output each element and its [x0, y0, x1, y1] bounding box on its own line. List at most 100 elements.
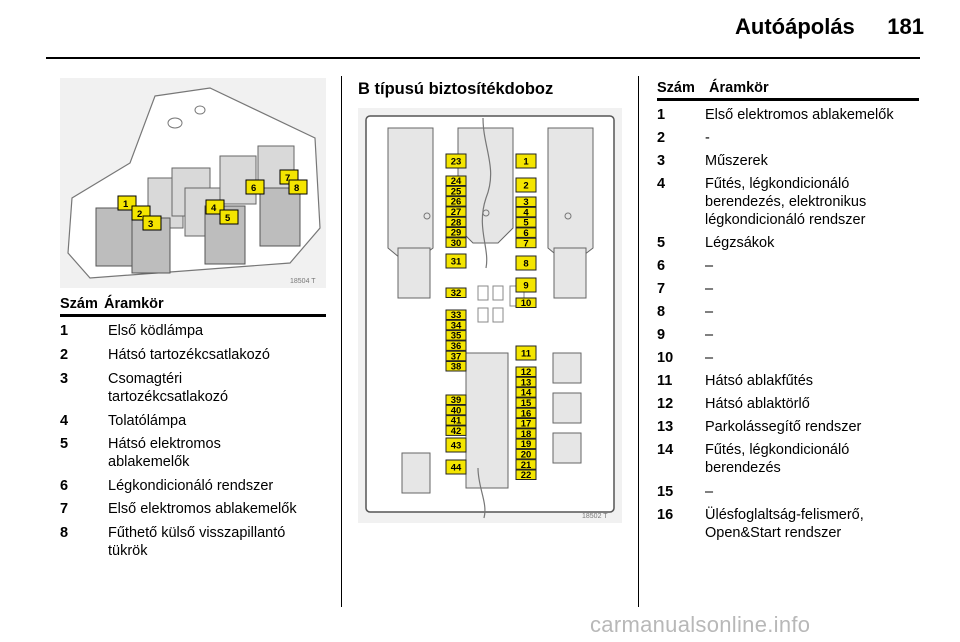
left-header-num: Szám	[60, 296, 98, 312]
fuse-box-title: B típusú biztosítékdoboz	[358, 80, 554, 98]
fuse-44	[445, 459, 467, 475]
page-number: 181	[887, 14, 924, 39]
row-number: 12	[657, 396, 674, 412]
fuse-label-35: 35	[451, 331, 462, 342]
row-number: 9	[657, 327, 666, 343]
fuse-label-11: 11	[521, 348, 532, 359]
fuse-13	[515, 376, 537, 388]
fuse-16	[515, 407, 537, 419]
fuse-label-14: 14	[521, 388, 532, 399]
fuse-label-38: 38	[451, 362, 462, 373]
callout-3: 3	[148, 219, 153, 230]
fuse-8	[515, 255, 537, 271]
fuse-label-1: 1	[523, 156, 529, 167]
fuse-label-37: 37	[451, 351, 462, 362]
fuse-label-20: 20	[521, 449, 532, 460]
row-number: 7	[657, 281, 666, 297]
watermark: carmanualsonline.info	[590, 612, 811, 637]
fuse-label-34: 34	[451, 320, 462, 331]
row-text: Fűtés, légkondicionáló berendezés, elekt…	[705, 176, 867, 228]
fuse-41	[445, 415, 467, 426]
fuse-label-17: 17	[521, 419, 532, 430]
fuse-label-2: 2	[523, 180, 528, 191]
fuse-label-23: 23	[451, 156, 462, 167]
row-text: Fűthető külső visszapillantó tükrök	[108, 525, 286, 559]
fuse-35	[445, 330, 467, 341]
right-header-num: Szám	[657, 80, 695, 96]
left-table-header: Szám Áramkör	[60, 296, 326, 317]
callout-8: 8	[294, 183, 299, 194]
fuse-33	[445, 309, 467, 320]
row-number: 8	[60, 525, 69, 541]
row-number: 4	[60, 413, 69, 429]
fuse-label-39: 39	[451, 395, 462, 406]
row-number: 8	[657, 304, 666, 320]
row-text: Fűtés, légkondicionáló berendezés	[705, 442, 850, 476]
row-number: 6	[60, 478, 69, 494]
fuse-label-15: 15	[521, 398, 532, 409]
fuse-31	[445, 253, 467, 269]
fuse-4	[515, 206, 537, 218]
fuse-14	[515, 387, 537, 398]
row-text: Ülésfoglaltság-felismerő, Open&Start ren…	[705, 507, 864, 541]
row-number: 2	[60, 347, 69, 363]
fuse-7	[515, 237, 537, 249]
fuse-11	[515, 345, 537, 361]
row-text: Hátsó tartozékcsatlakozó	[108, 347, 270, 363]
fuse-12	[515, 366, 537, 377]
fuse-3	[515, 196, 537, 207]
row-text: Első elektromos ablakemelők	[705, 107, 894, 123]
row-number: 3	[60, 371, 69, 387]
row-number: 7	[60, 501, 69, 517]
fuse-28	[445, 216, 467, 228]
callout-7: 7	[285, 173, 290, 184]
fuse-label-7: 7	[523, 238, 528, 249]
fuse-label-25: 25	[451, 186, 462, 197]
fuse-label-22: 22	[521, 470, 532, 481]
fuse-relay-drawing: 1 2 3 4 5 6 7 8 18504 T	[67, 87, 321, 285]
row-number: 6	[657, 258, 666, 274]
fuse-39	[445, 394, 467, 405]
row-text: –	[705, 281, 714, 297]
fuse-9	[515, 277, 537, 293]
row-text: –	[705, 484, 714, 500]
fuse-1	[515, 153, 537, 169]
fuse-label-6: 6	[523, 228, 528, 239]
fuse-10	[515, 297, 537, 308]
fuse-label-9: 9	[523, 280, 528, 291]
image-code-left: 18504 T	[290, 278, 316, 285]
fuse-label-5: 5	[523, 218, 529, 229]
row-text: –	[705, 327, 714, 343]
fuse-34	[445, 319, 467, 331]
right-table-header: Szám Áramkör	[657, 80, 919, 101]
row-number: 4	[657, 176, 666, 192]
fuse-label-24: 24	[451, 176, 462, 187]
fuse-label-18: 18	[521, 429, 532, 440]
fuse-label-3: 3	[523, 197, 528, 208]
fuse-15	[515, 397, 537, 408]
fuse-label-42: 42	[451, 426, 462, 437]
image-code-middle: 18502 T	[582, 513, 608, 520]
row-text: Első ködlámpa	[108, 323, 204, 339]
fuse-relay-illustration: 1 2 3 4 5 6 7 8 18504 T	[60, 78, 326, 288]
fuse-label-8: 8	[523, 258, 528, 269]
fuse-21	[515, 459, 537, 470]
fuse-18	[515, 428, 537, 439]
fuse-label-13: 13	[521, 377, 532, 388]
fuse-38	[445, 361, 467, 372]
row-number: 5	[60, 436, 69, 452]
fuse-23	[445, 153, 467, 169]
fuse-37	[445, 350, 467, 362]
row-number: 14	[657, 442, 674, 458]
row-text: -	[705, 130, 710, 146]
row-text: Hátsó ablaktörlő	[705, 396, 810, 412]
row-number: 1	[657, 107, 666, 123]
fuse-label-12: 12	[521, 367, 532, 378]
row-number: 16	[657, 507, 674, 523]
callout-2: 2	[137, 209, 142, 220]
fuse-29	[445, 227, 467, 238]
fuse-label-26: 26	[451, 197, 462, 208]
row-number: 15	[657, 484, 674, 500]
fuse-label-40: 40	[451, 405, 462, 416]
row-text: Hátsó ablakfűtés	[705, 373, 814, 389]
